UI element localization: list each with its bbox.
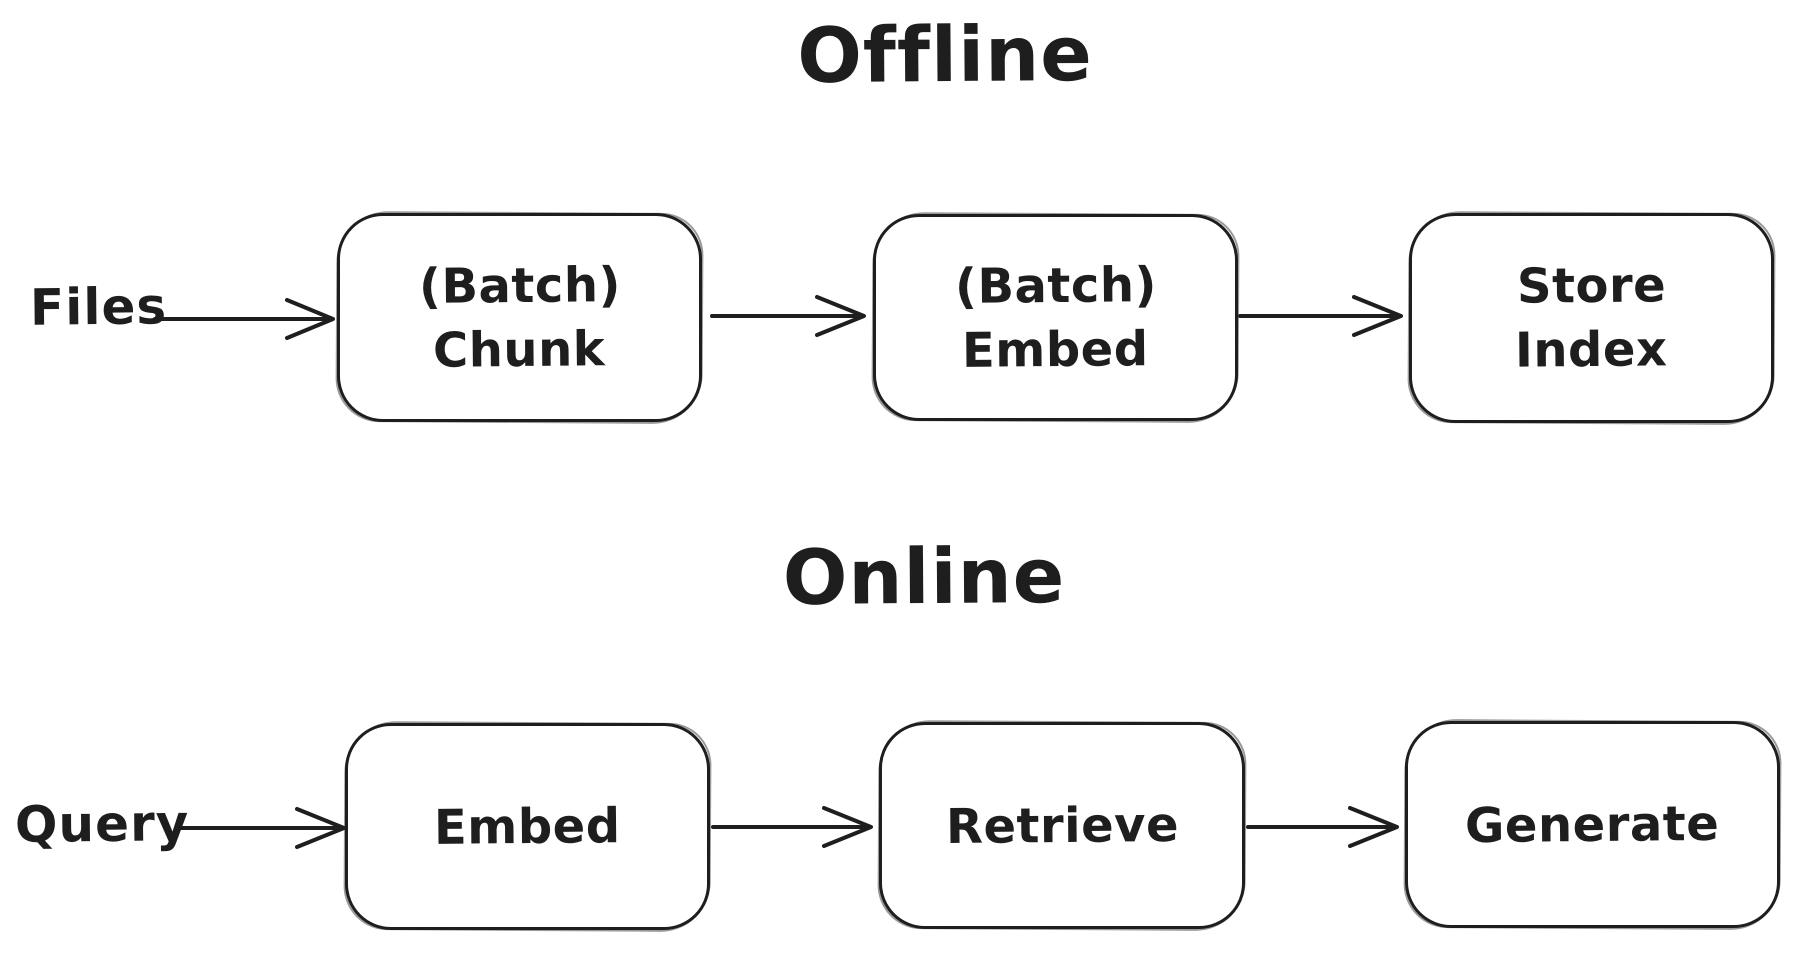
- node-store-index: Store Index: [1409, 213, 1774, 423]
- node-label-line: Retrieve: [945, 796, 1179, 855]
- node-label-line: (Batch): [954, 256, 1157, 315]
- arrow-files-to-chunk: [153, 298, 335, 340]
- flow-input-label-query: Query: [14, 794, 190, 854]
- arrow-chunk-to-embed: [710, 295, 866, 337]
- node-retrieve: Retrieve: [879, 722, 1245, 929]
- section-title-online: Online: [782, 531, 1066, 622]
- node-label-line: (Batch): [418, 256, 621, 315]
- arrow-query-to-embed: [176, 807, 346, 849]
- node-label-line: Generate: [1465, 795, 1720, 854]
- section-title-offline: Offline: [796, 8, 1094, 101]
- node-label-line: Chunk: [433, 320, 606, 379]
- node-embed: Embed: [345, 723, 710, 930]
- node-generate: Generate: [1405, 721, 1780, 928]
- node-label-line: Index: [1515, 321, 1668, 379]
- arrow-embed-to-retrieve: [711, 806, 873, 848]
- node-batch-embed: (Batch) Embed: [873, 214, 1238, 421]
- node-label-line: Store: [1516, 257, 1667, 315]
- node-label-line: Embed: [433, 797, 622, 856]
- node-label-line: Embed: [961, 320, 1150, 379]
- arrow-retrieve-to-generate: [1246, 806, 1399, 848]
- arrow-embed-to-store: [1238, 295, 1403, 337]
- node-batch-chunk: (Batch) Chunk: [337, 213, 702, 422]
- flow-input-label-files: Files: [29, 277, 168, 337]
